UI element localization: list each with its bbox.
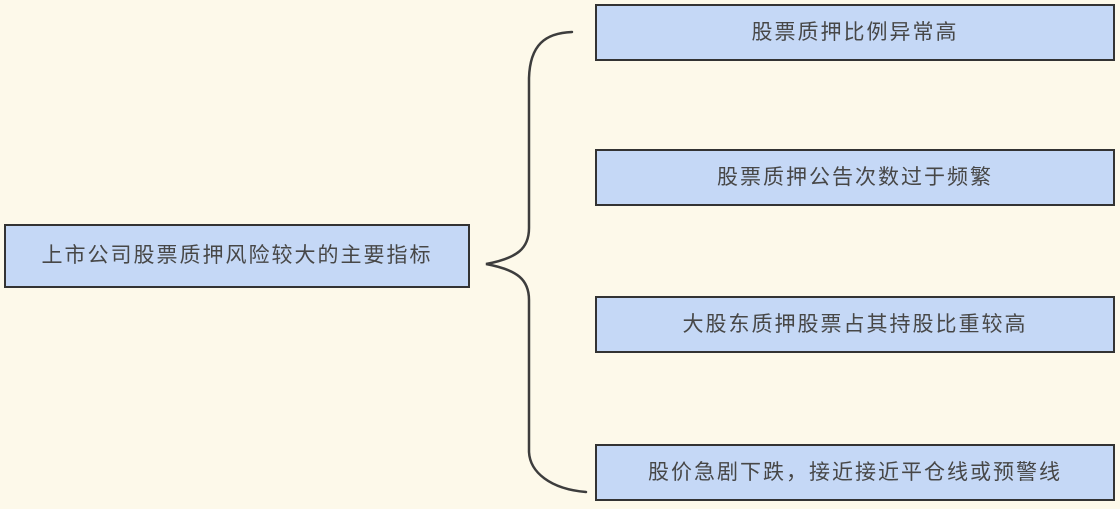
branch-box-announcement-frequency: 股票质押公告次数过于频繁 (595, 149, 1115, 206)
branch-box-price-drop: 股价急剧下跌，接近接近平仓线或预警线 (595, 444, 1115, 501)
root-indicator-box: 上市公司股票质押风险较大的主要指标 (4, 224, 470, 288)
root-indicator-label: 上市公司股票质押风险较大的主要指标 (41, 243, 433, 268)
branch-label: 股票质押公告次数过于频繁 (717, 164, 993, 189)
branch-label: 股票质押比例异常高 (751, 19, 959, 44)
branch-box-pledge-ratio: 股票质押比例异常高 (595, 4, 1115, 61)
branch-label: 股价急剧下跌，接近接近平仓线或预警线 (648, 459, 1062, 484)
branch-box-major-shareholder-pledge: 大股东质押股票占其持股比重较高 (595, 296, 1115, 353)
branch-label: 大股东质押股票占其持股比重较高 (682, 311, 1028, 336)
